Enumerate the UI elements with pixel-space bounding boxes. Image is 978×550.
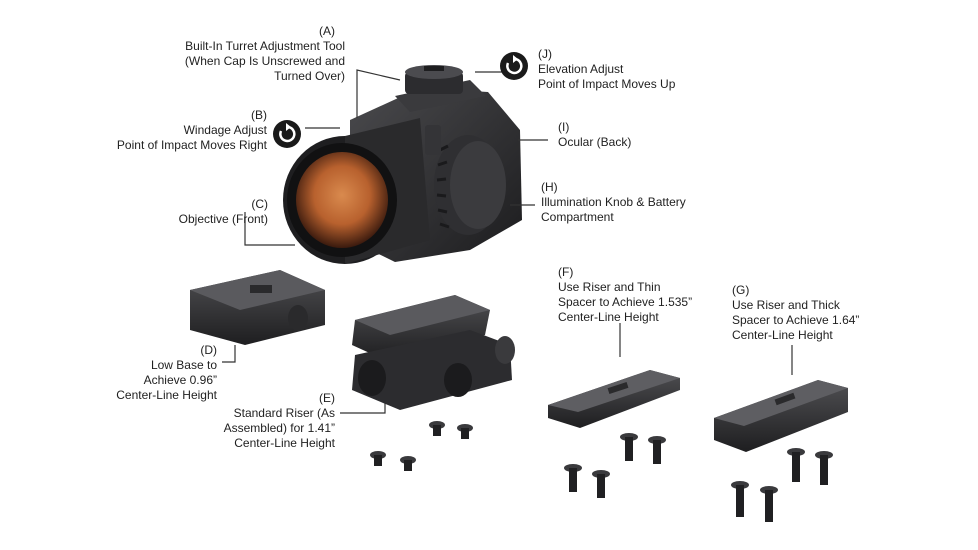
callout-e-letter: (E)	[319, 391, 335, 405]
callout-b-letter: (B)	[251, 108, 267, 122]
callout-c-letter: (C)	[251, 197, 268, 211]
elevation-turret	[405, 65, 463, 94]
thin-spacer-part	[548, 370, 680, 428]
callout-g-line-3: Center-Line Height	[732, 328, 833, 342]
callout-b-line-1: Windage Adjust	[183, 123, 267, 137]
callout-e-line-2: Assembled) for 1.41”	[223, 421, 335, 435]
callout-j-line-2: Point of Impact Moves Up	[538, 77, 676, 91]
objective-lens	[296, 152, 388, 248]
callout-d: (D) Low Base to Achieve 0.96” Center-Lin…	[100, 343, 217, 403]
callout-e-line-3: Center-Line Height	[234, 436, 335, 450]
callout-d-line-1: Low Base to	[150, 358, 217, 372]
illumination-knob	[434, 135, 506, 235]
rotate-clockwise-icon	[500, 52, 528, 80]
mounting-screws	[370, 421, 833, 522]
callout-f-line-3: Center-Line Height	[558, 310, 659, 324]
callout-f-letter: (F)	[558, 265, 574, 279]
callout-e: (E) Standard Riser (As Assembled) for 1.…	[210, 391, 335, 451]
callout-j-letter: (J)	[538, 47, 552, 61]
callout-h-line-2: Compartment	[541, 210, 614, 224]
callout-h-letter: (H)	[541, 180, 558, 194]
callout-i: (I) Ocular (Back)	[558, 120, 631, 150]
callout-d-letter: (D)	[200, 343, 217, 357]
callout-f-line-1: Use Riser and Thin	[558, 280, 661, 294]
callout-g-line-1: Use Riser and Thick	[732, 298, 840, 312]
thick-spacer-part	[714, 380, 848, 452]
callout-a-line-1: Built-In Turret Adjustment Tool	[185, 39, 345, 53]
callout-f: (F) Use Riser and Thin Spacer to Achieve…	[558, 265, 692, 325]
callout-j-line-1: Elevation Adjust	[538, 62, 624, 76]
callout-g: (G) Use Riser and Thick Spacer to Achiev…	[732, 283, 859, 343]
callout-h: (H) Illumination Knob & Battery Compartm…	[541, 180, 686, 225]
callout-g-line-2: Spacer to Achieve 1.64”	[732, 313, 860, 327]
callout-c: (C) Objective (Front)	[160, 197, 268, 227]
callout-b-line-2: Point of Impact Moves Right	[116, 138, 267, 152]
callout-d-line-3: Center-Line Height	[116, 388, 217, 402]
low-base-part	[190, 270, 325, 345]
sight-body	[283, 65, 522, 264]
callout-h-line-1: Illumination Knob & Battery	[541, 195, 686, 209]
callout-e-line-1: Standard Riser (As	[233, 406, 335, 420]
callout-a: (A) Built-In Turret Adjustment Tool (Whe…	[160, 24, 345, 84]
callout-i-line-1: Ocular (Back)	[558, 135, 632, 149]
callout-j: (J) Elevation Adjust Point of Impact Mov…	[538, 47, 675, 92]
callout-c-line-1: Objective (Front)	[178, 212, 268, 226]
callout-g-letter: (G)	[732, 283, 750, 297]
callout-a-line-2: (When Cap Is Unscrewed and	[184, 54, 345, 68]
callout-i-letter: (I)	[558, 120, 570, 134]
callout-f-line-2: Spacer to Achieve 1.535”	[558, 295, 693, 309]
callout-a-letter: (A)	[319, 24, 335, 38]
rotate-clockwise-icon	[273, 120, 301, 148]
callout-a-line-3: Turned Over)	[274, 69, 345, 83]
callout-b: (B) Windage Adjust Point of Impact Moves…	[95, 108, 267, 153]
leader-lines	[222, 69, 793, 414]
standard-riser-part	[352, 295, 515, 410]
callout-d-line-2: Achieve 0.96”	[143, 373, 217, 387]
